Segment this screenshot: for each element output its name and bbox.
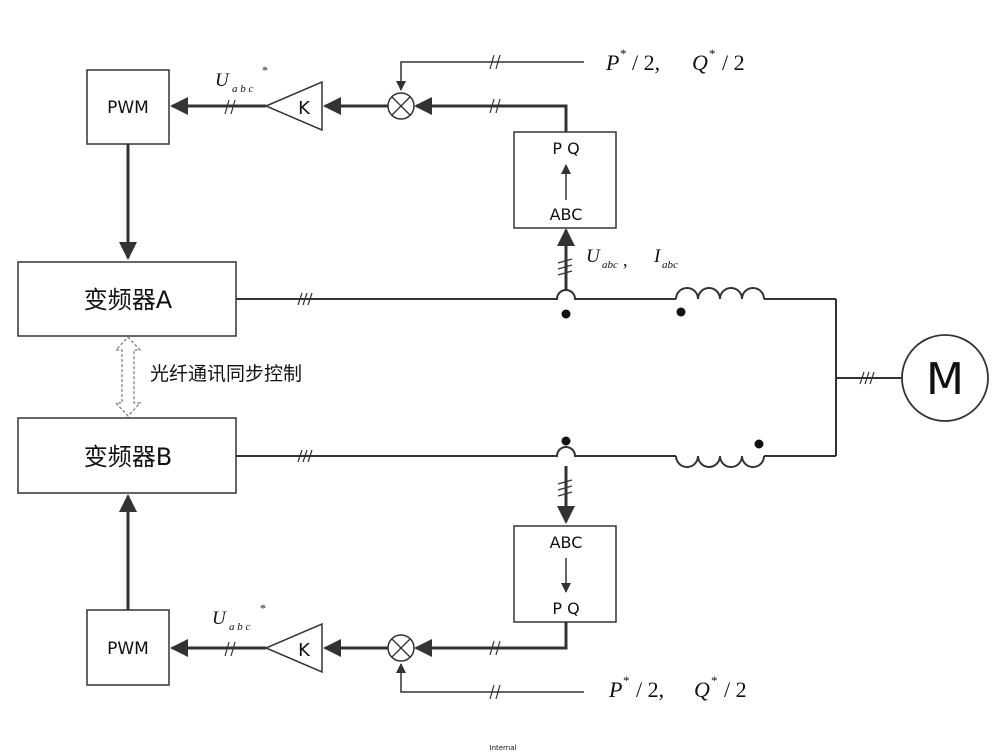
- slash-bot-1: [224, 641, 230, 657]
- multiplier-bottom-x2: [391, 638, 411, 658]
- transform-top-upper: P Q: [552, 139, 579, 158]
- slash-a-1: [297, 292, 303, 306]
- svg-text:*: *: [620, 46, 627, 61]
- svg-text:U: U: [215, 70, 230, 91]
- slash-pqref-bottom-2: [495, 684, 501, 700]
- slash-pqref-bottom-1: [489, 684, 495, 700]
- inverter-a-label: 变频器A: [84, 286, 173, 314]
- svg-text:a b c: a b c: [232, 83, 254, 95]
- svg-text:,: ,: [623, 250, 628, 270]
- pq-ref-top-line: [396, 61, 584, 91]
- svg-text:/ 2,: / 2,: [636, 677, 664, 702]
- pq-ref-bottom-label: P * / 2, Q * / 2: [608, 673, 747, 702]
- svg-text:a b c: a b c: [229, 621, 251, 633]
- svg-text:*: *: [262, 63, 268, 77]
- transform-bottom-lower: P Q: [552, 599, 579, 618]
- sync-link-arrow: [114, 336, 142, 417]
- pwm-top-block: [86, 69, 170, 145]
- svg-text:U: U: [586, 246, 601, 267]
- slash-top-1: [224, 99, 230, 115]
- measure-point-a: [561, 309, 571, 319]
- slash-pqref-top-1: [489, 54, 495, 70]
- transform-top-lower: ABC: [550, 205, 583, 224]
- slash-m-2: [864, 371, 870, 385]
- pwm-bottom-label: PWM: [107, 639, 149, 659]
- inverter-b-output-line: [236, 446, 676, 457]
- pwm-bottom-block: [86, 609, 170, 686]
- slash-mt-2: [557, 264, 573, 270]
- gain-bottom-triangle: [264, 622, 323, 674]
- slash-a-2: [302, 292, 308, 306]
- u-ref-top-label: U a b c *: [215, 63, 268, 95]
- inductor-a: [675, 287, 765, 300]
- transform-top-to-mult-line: [414, 97, 568, 132]
- pq-ref-bottom-line: [396, 663, 584, 693]
- inductor-a-dot: [676, 307, 686, 317]
- motor-label: M: [926, 354, 964, 405]
- gain-top-label: K: [298, 98, 311, 119]
- multiplier-top-x2: [391, 96, 411, 116]
- measure-top-label: U abc , I abc: [586, 246, 678, 271]
- inductor-b-dot: [754, 439, 764, 449]
- transform-bottom-block: [513, 525, 617, 623]
- slash-pqref-top-2: [495, 54, 501, 70]
- svg-text:abc: abc: [662, 259, 678, 271]
- inverter-a-output-line: [236, 289, 676, 300]
- slash-a-3: [307, 292, 313, 306]
- footer-label: Internal: [490, 744, 517, 752]
- slash-tt-2: [495, 98, 501, 114]
- slash-tt-1: [489, 98, 495, 114]
- transform-bottom-to-mult-line: [414, 622, 568, 657]
- slash-mb-1: [557, 479, 573, 485]
- svg-text:*: *: [260, 601, 266, 615]
- slash-tb-2: [495, 640, 501, 656]
- transform-bottom-upper: ABC: [550, 533, 583, 552]
- transform-top-block: [513, 131, 617, 229]
- svg-text:Q: Q: [694, 677, 710, 702]
- inverter-b-block: [17, 417, 237, 494]
- svg-text:*: *: [711, 673, 718, 688]
- svg-text:/ 2,: / 2,: [632, 50, 660, 75]
- slash-mb-3: [557, 491, 573, 497]
- slash-mt-3: [557, 270, 573, 276]
- measure-point-b: [561, 436, 571, 446]
- slash-m-1: [859, 371, 865, 385]
- svg-text:*: *: [623, 673, 630, 688]
- gain-bottom-label: K: [298, 640, 311, 661]
- slash-b-1: [297, 449, 303, 463]
- slash-m-3: [869, 371, 875, 385]
- inverter-a-block: [17, 261, 237, 337]
- slash-b-3: [307, 449, 313, 463]
- pwm-top-label: PWM: [107, 98, 149, 118]
- svg-text:abc: abc: [602, 259, 618, 271]
- slash-b-2: [302, 449, 308, 463]
- svg-text:P: P: [605, 50, 619, 75]
- slash-mt-1: [557, 258, 573, 264]
- inductor-b: [675, 455, 765, 468]
- slash-bot-2: [230, 641, 236, 657]
- slash-tb-1: [489, 640, 495, 656]
- svg-text:P: P: [608, 677, 622, 702]
- inverter-b-label: 变频器B: [84, 443, 172, 471]
- slash-top-2: [230, 99, 236, 115]
- svg-text:I: I: [653, 246, 662, 267]
- svg-text:*: *: [709, 46, 716, 61]
- slash-mb-2: [557, 485, 573, 491]
- gain-top-triangle: [264, 80, 323, 132]
- svg-text:/ 2: / 2: [724, 677, 747, 702]
- sync-link-label: 光纤通讯同步控制: [150, 363, 302, 385]
- svg-text:U: U: [212, 608, 227, 629]
- u-ref-bottom-label: U a b c *: [212, 601, 266, 633]
- svg-text:/ 2: / 2: [722, 50, 745, 75]
- svg-text:Q: Q: [692, 50, 708, 75]
- pq-ref-top-label: P * / 2, Q * / 2: [605, 46, 745, 75]
- motor-circle: [901, 334, 989, 422]
